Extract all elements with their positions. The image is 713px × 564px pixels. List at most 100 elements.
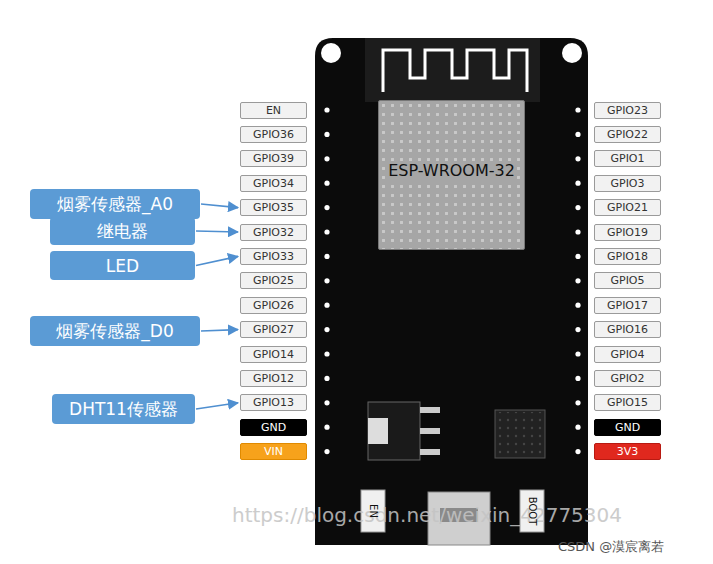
pin-label: VIN — [240, 443, 307, 460]
pcb-antenna — [383, 50, 527, 92]
callout-box: LED — [50, 251, 195, 280]
voltage-regulator — [368, 402, 420, 460]
pin-dot — [575, 132, 580, 137]
pin-label: GPIO18 — [594, 248, 661, 265]
pin-name: GPIO32 — [253, 226, 294, 239]
pin-name: VIN — [264, 445, 283, 458]
pin-label: GPIO3 — [594, 175, 661, 192]
pin-name: GPIO15 — [607, 396, 648, 409]
pin-dot — [575, 376, 580, 381]
pin-name: GPIO14 — [253, 348, 294, 361]
pin-name: GPIO21 — [607, 201, 648, 214]
pin-name: EN — [266, 104, 281, 117]
pin-name: GPIO36 — [253, 128, 294, 141]
pin-label: GPIO16 — [594, 321, 661, 338]
pin-name: GPIO33 — [253, 250, 294, 263]
watermark: https://blog.csdn.net/weixin_42775304 — [232, 503, 622, 527]
pin-label: GPIO17 — [594, 297, 661, 314]
pin-dot — [324, 181, 329, 186]
usb-uart-chip — [495, 410, 545, 458]
source-credit: CSDN @漠宸离若 — [558, 538, 664, 556]
pin-name: GPIO4 — [610, 348, 644, 361]
callout-box: 继电器 — [50, 217, 195, 245]
callout-box: 烟雾传感器_D0 — [30, 316, 200, 346]
pin-dot — [575, 205, 580, 210]
pin-label: GPIO27 — [240, 321, 307, 338]
pin-name: GPIO1 — [610, 152, 644, 165]
pin-name: GPIO19 — [607, 226, 648, 239]
pin-label: GPIO4 — [594, 346, 661, 363]
callout-arrow — [201, 330, 238, 331]
pin-dot — [575, 107, 580, 112]
pin-label: GPIO19 — [594, 224, 661, 241]
pin-dot — [324, 303, 329, 308]
pin-name: GPIO22 — [607, 128, 648, 141]
pin-name: GPIO2 — [610, 372, 644, 385]
pin-label: GND — [240, 419, 307, 436]
button-label: EN — [368, 504, 379, 518]
callout-text: DHT11传感器 — [69, 398, 178, 421]
pin-label: GPIO32 — [240, 224, 307, 241]
pin-name: GPIO17 — [607, 299, 648, 312]
module-name: ESP-WROOM-32 — [386, 161, 517, 180]
pin-name: 3V3 — [617, 445, 639, 458]
pin-label: GPIO25 — [240, 272, 307, 289]
callout-arrow — [196, 231, 238, 232]
pin-dot — [575, 449, 580, 454]
pin-label: GPIO34 — [240, 175, 307, 192]
pin-label: GPIO1 — [594, 150, 661, 167]
pin-dot — [575, 278, 580, 283]
regulator-lead — [420, 407, 440, 413]
antenna-area — [365, 38, 540, 102]
pin-label: GPIO2 — [594, 370, 661, 387]
pin-dot — [324, 229, 329, 234]
pin-dot — [324, 205, 329, 210]
pin-name: GPIO39 — [253, 152, 294, 165]
regulator-tab — [368, 418, 388, 444]
pin-label: GPIO39 — [240, 150, 307, 167]
pin-name: GPIO5 — [610, 274, 644, 287]
pin-name: GPIO3 — [610, 177, 644, 190]
pin-name: GND — [615, 421, 640, 434]
pin-dot — [575, 327, 580, 332]
pin-name: GPIO12 — [253, 372, 294, 385]
pin-dot — [324, 278, 329, 283]
mount-hole — [321, 43, 341, 63]
pin-label: GPIO36 — [240, 126, 307, 143]
pin-name: GPIO18 — [607, 250, 648, 263]
mount-hole — [562, 43, 582, 63]
pin-dot — [324, 156, 329, 161]
pin-label: GPIO26 — [240, 297, 307, 314]
regulator-lead — [420, 428, 440, 434]
pin-dot — [324, 449, 329, 454]
pin-label: GPIO23 — [594, 102, 661, 119]
pin-name: GPIO27 — [253, 323, 294, 336]
pin-name: GND — [261, 421, 286, 434]
callout-arrow — [196, 256, 238, 265]
pin-dot — [575, 351, 580, 356]
pin-dot — [324, 400, 329, 405]
chip-texture — [497, 412, 543, 456]
pin-dot — [575, 156, 580, 161]
pin-dot — [324, 107, 329, 112]
pin-dot — [575, 229, 580, 234]
callout-text: 烟雾传感器_D0 — [56, 320, 173, 343]
callout-text: 继电器 — [97, 220, 148, 243]
callout-text: LED — [106, 256, 139, 276]
pin-dot — [324, 351, 329, 356]
callout-arrow — [196, 403, 238, 409]
pin-dot — [324, 254, 329, 259]
pin-name: GPIO34 — [253, 177, 294, 190]
pin-label: GPIO13 — [240, 394, 307, 411]
pin-label: GND — [594, 419, 661, 436]
callout-box: 烟雾传感器_A0 — [30, 189, 200, 219]
pin-dot — [575, 254, 580, 259]
pin-label: EN — [240, 102, 307, 119]
regulator-lead — [420, 449, 440, 455]
button-label: BOOT — [527, 497, 538, 526]
pin-dot — [575, 303, 580, 308]
pin-dot — [324, 132, 329, 137]
pin-dot — [324, 327, 329, 332]
module-shield: ESP-WROOM-32 — [378, 100, 525, 250]
